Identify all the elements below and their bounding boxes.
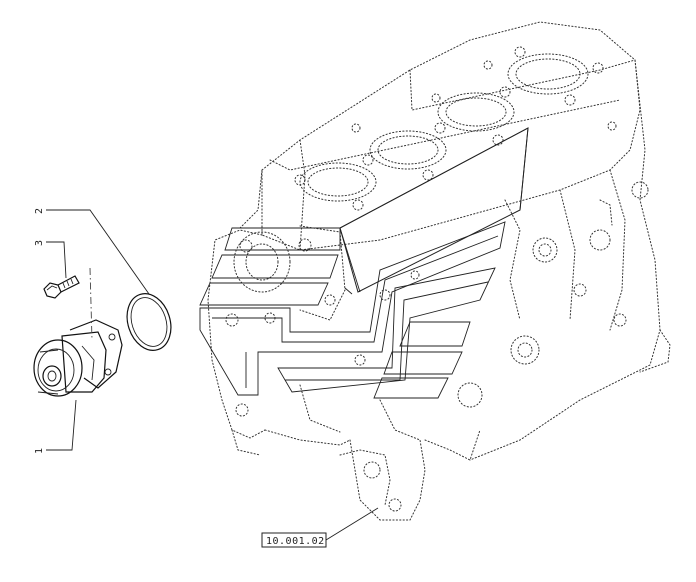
leader-lines — [46, 209, 379, 541]
assembly-line — [89, 267, 93, 341]
reference-box[interactable]: 10.001.02 — [261, 532, 327, 548]
callout-number-1: 1 — [34, 448, 45, 454]
o-ring — [126, 293, 172, 351]
gasket-ribbon — [199, 127, 529, 399]
callout-number-2: 2 — [34, 208, 45, 214]
bolt — [43, 275, 80, 299]
reference-label: 10.001.02 — [266, 536, 325, 547]
engine-block — [207, 21, 671, 521]
water-pump — [33, 319, 123, 397]
callout-number-3: 3 — [34, 240, 45, 246]
